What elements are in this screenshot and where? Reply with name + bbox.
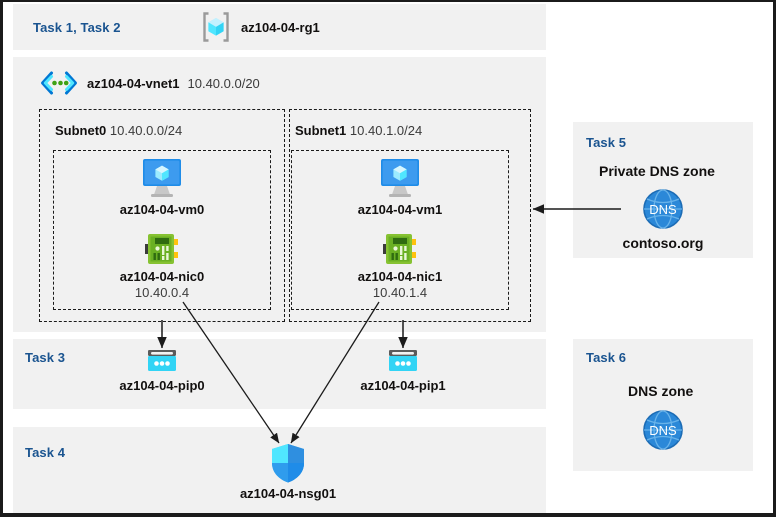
private-dns-zone-heading: Private DNS zone <box>599 163 715 179</box>
dns-zone-icon: DNS <box>593 186 733 232</box>
private-dns-zone-name: contoso.org <box>622 235 704 251</box>
vnet-name: az104-04-vnet1 <box>87 75 180 91</box>
nic1-ip: 10.40.1.4 <box>372 285 428 300</box>
subnet-1-cidr: 10.40.1.0/24 <box>349 123 423 138</box>
dns-zone-icon: DNS <box>593 407 733 453</box>
vm0-node[interactable]: az104-04-vm0 <box>92 157 232 218</box>
pip0-name: az104-04-pip0 <box>119 378 205 393</box>
network-interface-icon <box>92 232 232 266</box>
virtual-machine-icon <box>330 157 470 199</box>
vm1-name: az104-04-vm1 <box>357 202 443 217</box>
subnet-0-cidr: 10.40.0.0/24 <box>109 123 183 138</box>
subnet-1-name: Subnet1 <box>295 123 347 138</box>
task-label-4: Task 4 <box>25 445 66 460</box>
nic0-ip: 10.40.0.4 <box>134 285 190 300</box>
public-ip-address-icon <box>92 348 232 376</box>
task-label-6: Task 6 <box>586 350 627 365</box>
dns-icon-text: DNS <box>649 423 677 438</box>
pip0-node[interactable]: az104-04-pip0 <box>92 348 232 394</box>
network-interface-icon <box>330 232 470 266</box>
pip1-node[interactable]: az104-04-pip1 <box>333 348 473 394</box>
vm1-node[interactable]: az104-04-vm1 <box>330 157 470 218</box>
vnet-header[interactable]: az104-04-vnet1 10.40.0.0/20 <box>39 70 260 96</box>
nsg-name: az104-04-nsg01 <box>239 486 337 501</box>
private-dns-zone-node[interactable]: DNS contoso.org <box>593 186 733 251</box>
subnet-0-title: Subnet0 10.40.0.0/24 <box>55 123 182 138</box>
resource-group-name: az104-04-rg1 <box>241 19 320 35</box>
subnet-1-title: Subnet1 10.40.1.0/24 <box>295 123 422 138</box>
virtual-machine-icon <box>92 157 232 199</box>
subnet-1-resource-box <box>291 150 509 310</box>
pip1-name: az104-04-pip1 <box>360 378 446 393</box>
dns-icon-text: DNS <box>649 202 677 217</box>
vnet-panel <box>13 57 546 332</box>
task1-task2-panel <box>13 4 546 50</box>
vm0-name: az104-04-vm0 <box>119 202 205 217</box>
subnet-1-box[interactable] <box>289 109 531 322</box>
task-label-5: Task 5 <box>586 135 627 150</box>
task-label-1-2: Task 1, Task 2 <box>33 20 121 35</box>
resource-group-node[interactable]: az104-04-rg1 <box>199 10 320 44</box>
nic0-name: az104-04-nic0 <box>119 269 205 284</box>
nic1-name: az104-04-nic1 <box>357 269 443 284</box>
network-security-group-icon <box>218 442 358 484</box>
subnet-0-resource-box <box>53 150 271 310</box>
public-ip-address-icon <box>333 348 473 376</box>
dns-zone-node[interactable]: DNS <box>593 407 733 453</box>
nic1-node[interactable]: az104-04-nic1 10.40.1.4 <box>330 232 470 301</box>
resource-group-icon <box>199 10 233 44</box>
nic0-node[interactable]: az104-04-nic0 10.40.0.4 <box>92 232 232 301</box>
virtual-network-icon <box>39 70 79 96</box>
nsg-node[interactable]: az104-04-nsg01 <box>218 442 358 502</box>
vnet-address-space: 10.40.0.0/20 <box>187 75 260 91</box>
subnet-0-name: Subnet0 <box>55 123 107 138</box>
task-label-3: Task 3 <box>25 350 66 365</box>
dns-zone-heading: DNS zone <box>628 383 694 399</box>
